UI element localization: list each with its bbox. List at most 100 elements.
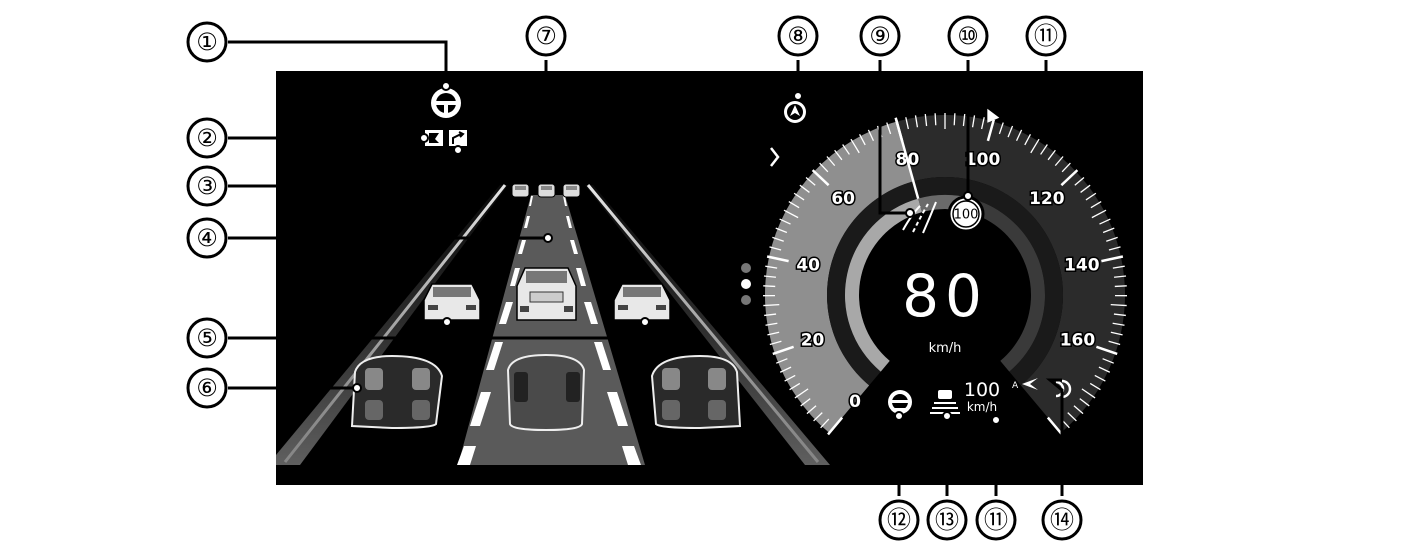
gauge-tick-label: 0: [849, 392, 861, 412]
gauge-tick: [1081, 388, 1096, 399]
gauge-tick: [799, 184, 810, 193]
set-speed-mode: A: [1012, 381, 1019, 391]
gauge-tick: [1102, 227, 1115, 234]
gauge-tick: [1047, 149, 1056, 161]
gauge-tick-label: 40: [796, 255, 820, 275]
callout-14: ⑭: [1041, 499, 1083, 541]
gauge-tick: [1094, 374, 1106, 382]
speed-needle: [894, 117, 920, 199]
vehicle-left-lane: [423, 283, 481, 321]
svg-text:⑦: ⑦: [535, 22, 557, 50]
gauge-tick: [953, 113, 956, 126]
svg-text:⑧: ⑧: [787, 22, 809, 50]
callout-6: ⑥: [186, 367, 228, 409]
lane-dashes-right: [563, 196, 641, 465]
gauge-tick: [1080, 184, 1091, 193]
chevron-right-icon: [770, 147, 780, 167]
gauge-tick: [772, 236, 784, 242]
callout-12: ⑫: [878, 499, 920, 541]
svg-text:⑭: ⑭: [1050, 506, 1074, 534]
gauge-tick: [789, 382, 801, 391]
callout-10: ⑩: [947, 15, 989, 57]
gauge-tick: [766, 255, 789, 263]
gauge-inner-fill: [845, 198, 922, 372]
svg-text:④: ④: [196, 224, 218, 252]
far-vehicle-left: [511, 183, 530, 198]
road-scene: [276, 183, 830, 465]
svg-text:⑪: ⑪: [1034, 22, 1058, 50]
road-line-left: [283, 184, 507, 463]
ego-lane: [458, 195, 645, 465]
callout-8: ⑧: [777, 15, 819, 57]
gauge-tick: [767, 331, 780, 336]
gauge-tick: [1091, 209, 1107, 219]
gauge-tick: [826, 156, 836, 167]
gauge-tick: [763, 275, 776, 278]
gauge-tick: [1046, 416, 1063, 436]
svg-text:⑩: ⑩: [957, 22, 979, 50]
gauge-tick-label: 120: [1029, 189, 1065, 209]
road-line-right: [586, 184, 820, 463]
gauge-tick: [811, 169, 830, 187]
gauge-tick-label: 140: [1064, 255, 1100, 275]
set-speed-value: 100: [964, 379, 1000, 401]
gauge-tick: [1067, 412, 1077, 422]
gauge-tick: [986, 119, 996, 142]
callout-5: ⑤: [186, 317, 228, 359]
gauge-tick: [794, 388, 809, 399]
adjacent-zone-right: [650, 354, 742, 430]
gauge-tick: [775, 227, 788, 234]
gauge-tick: [1098, 366, 1111, 373]
navigation-arrow-icon: [784, 101, 806, 123]
gauge-tick: [776, 358, 788, 364]
gauge-tick: [867, 129, 875, 142]
callouts: ① ② ③ ④ ⑤ ⑥ ⑦ ⑧ ⑨ ⑩ ⑪ ⑫ ⑬ ⑪ ⑭: [186, 15, 1083, 541]
gauge-tick: [998, 122, 1004, 135]
gauge-tick: [769, 246, 782, 251]
gauge-tick: [1102, 358, 1114, 364]
gauge-tick: [1085, 192, 1097, 201]
far-vehicle-right: [562, 183, 581, 198]
callout-leaders: [228, 40, 1064, 496]
current-speed-unit: km/h: [929, 341, 962, 356]
adjacent-zone-left: [350, 354, 444, 430]
gauge-tick: [1024, 133, 1032, 146]
set-speed-marker-icon: [987, 108, 1000, 123]
gauge-tick: [1015, 129, 1023, 142]
gauge-tick: [1112, 265, 1125, 269]
svg-text:⑫: ⑫: [887, 506, 911, 534]
set-speed-unit: km/h: [967, 400, 997, 414]
gauge-tick: [765, 322, 778, 326]
lane-marker-icon: [425, 130, 443, 146]
callout-4: ④: [186, 217, 228, 259]
gauge-tick: [924, 114, 928, 127]
gauge-tick: [784, 374, 796, 382]
callout-1: ①: [186, 21, 228, 63]
gauge-tick: [769, 340, 782, 346]
page-indicator: [741, 263, 751, 305]
speedometer: 020406080100120140160 100 80 km/h: [762, 108, 1128, 436]
callout-9: ⑨: [859, 15, 901, 57]
gauge-tick: [1074, 176, 1085, 186]
gauge-tick: [1073, 405, 1084, 415]
callout-13: ⑬: [926, 499, 968, 541]
gauge-tick: [779, 218, 791, 225]
gauge-tick: [962, 114, 966, 127]
set-speed-marker-small-icon: [1022, 378, 1038, 390]
gauge-tick: [1101, 255, 1124, 263]
gauge-tick: [806, 405, 817, 415]
gauge-tick: [813, 412, 823, 422]
gauge-tick: [783, 209, 799, 219]
gauge-tick: [805, 176, 816, 186]
gauge-tick-label: 60: [831, 189, 855, 209]
gauge-tick: [772, 345, 795, 356]
gauge-tick: [1110, 304, 1127, 307]
gauge-tick: [934, 113, 937, 126]
gauge-tick: [850, 138, 860, 154]
speed-limit-sign: 100: [947, 195, 985, 233]
gauge-tick: [1108, 340, 1121, 346]
gauge-tick: [905, 117, 910, 130]
gauge-tick: [827, 416, 844, 436]
svg-text:⑪: ⑪: [984, 506, 1008, 534]
callout-3: ③: [186, 165, 228, 207]
